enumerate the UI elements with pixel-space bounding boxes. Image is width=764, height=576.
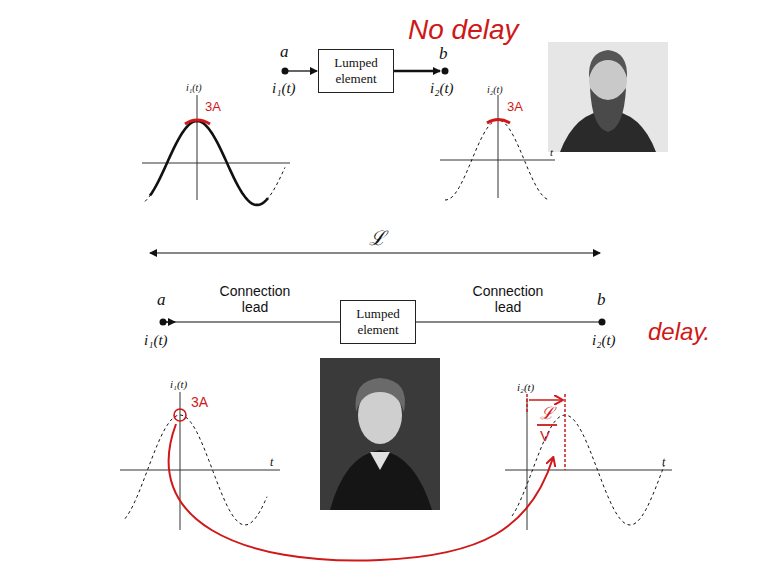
current-label: i₁(t) [144, 332, 168, 349]
current-label: i₁(t) [272, 80, 296, 97]
waveforms [125, 120, 664, 525]
peak-value: 3A [205, 100, 221, 115]
connection-lead [416, 321, 602, 322]
handwritten-note: delay. [648, 318, 710, 346]
terminal-label: a [157, 290, 166, 310]
portrait [320, 358, 440, 510]
length-arrow [150, 252, 600, 253]
box-text: Lumped element [347, 306, 409, 337]
lead-label: Connection lead [458, 283, 558, 315]
waveform [150, 121, 268, 205]
waveform [145, 121, 285, 205]
peak-value: 3A [191, 394, 208, 410]
terminal-label: b [597, 290, 606, 310]
terminal-label: a [280, 42, 289, 62]
peak-value: 3A [507, 100, 523, 115]
wire [285, 70, 317, 71]
axis-label: i₁(t) [170, 378, 187, 391]
waveform [125, 415, 267, 525]
wire [394, 70, 440, 73]
handwritten-note: No delay [408, 14, 519, 46]
current-label: i₂(t) [592, 332, 616, 349]
terminal-label: b [439, 44, 448, 64]
current-label: i₂(t) [430, 80, 454, 97]
lumped-element-box: Lumped element [340, 300, 416, 344]
portrait [548, 42, 668, 152]
box-text: Lumped element [325, 55, 387, 86]
axis-label: i₂(t) [487, 84, 503, 96]
peak-circle [174, 409, 186, 421]
terminal-dot [442, 68, 449, 75]
lumped-element-box: Lumped element [318, 49, 394, 93]
axis-label: t [550, 146, 553, 159]
mapping-curve [169, 424, 553, 561]
delay-marker [527, 394, 565, 470]
length-symbol: ℒ [366, 227, 389, 250]
peak-mark [487, 120, 510, 124]
delay-numerator: ℒ [540, 404, 554, 424]
terminal-dot [599, 319, 606, 326]
lead-label: Connection lead [205, 283, 305, 315]
axis-label: i₂(t) [517, 381, 534, 394]
axis-label: t [662, 456, 665, 470]
axis-label: t [270, 456, 273, 470]
axis-label: i₁(t) [186, 82, 202, 94]
current-arrow [163, 321, 175, 322]
waveform [512, 415, 664, 525]
peak-mark [185, 120, 210, 124]
plot-axes [120, 95, 672, 530]
connection-lead [163, 321, 340, 322]
waveform [445, 120, 549, 200]
delay-denominator: V [540, 427, 550, 444]
